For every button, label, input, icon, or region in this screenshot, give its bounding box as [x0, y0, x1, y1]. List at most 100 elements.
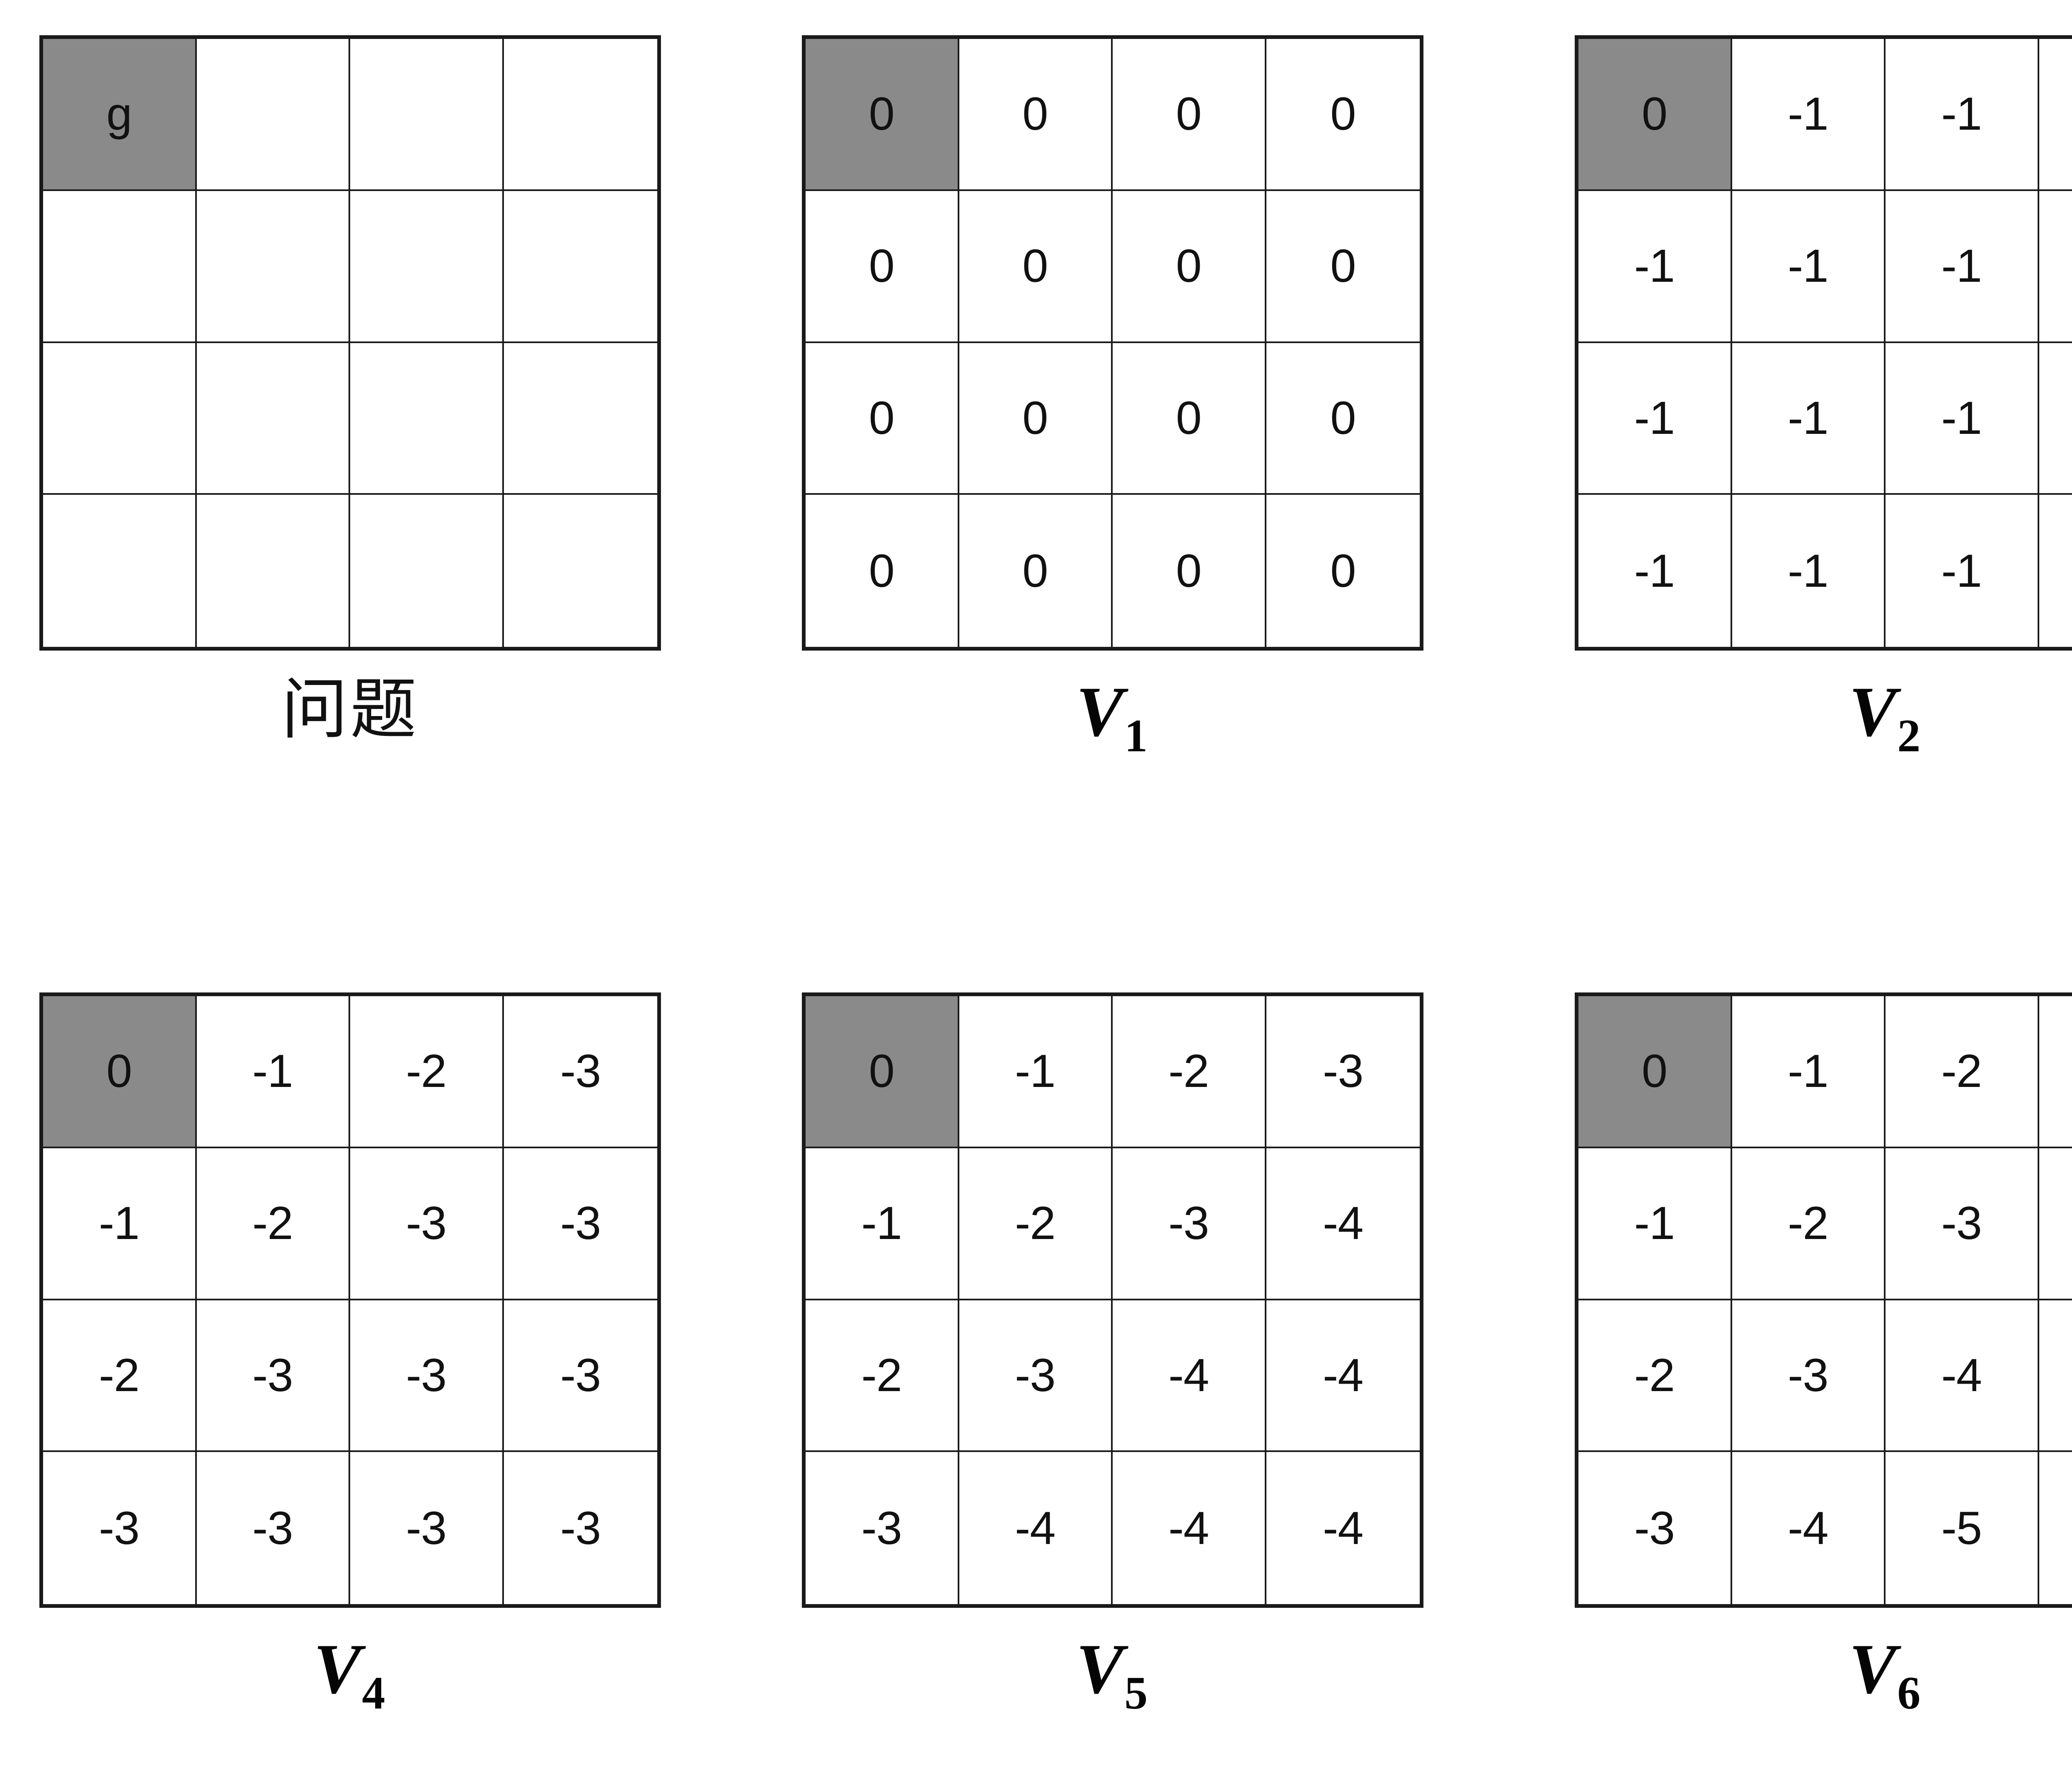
grid-panel-问题: g 问题	[39, 35, 661, 743]
value-cell: -4	[1266, 1452, 1420, 1604]
value-cell: -1	[1732, 191, 1886, 343]
value-cell: -3	[1732, 1300, 1886, 1452]
value-cell: -3	[1578, 1452, 1732, 1604]
caption-subscript: 1	[1124, 710, 1148, 762]
value-grid: g	[39, 35, 661, 651]
panel-caption: V6	[1575, 1634, 2072, 1716]
value-cell: -2	[350, 996, 504, 1148]
value-cell: 0	[1113, 191, 1266, 343]
value-cell: -1	[1732, 996, 1886, 1148]
value-grid: 0-1-1-1-1-1-1-1-1-1-1-1-1-1-1-1	[1575, 35, 2072, 651]
value-cell: -3	[1113, 1148, 1266, 1300]
value-cell	[43, 191, 197, 343]
goal-cell: 0	[1578, 39, 1732, 191]
value-cell: -4	[1266, 1300, 1420, 1452]
value-cell: -2	[959, 1148, 1113, 1300]
value-cell: 0	[959, 39, 1113, 191]
caption-math: V2	[1849, 676, 1922, 759]
value-cell: -3	[196, 1452, 350, 1604]
value-cell	[196, 495, 350, 647]
value-cell: -4	[2039, 1148, 2072, 1300]
value-cell	[503, 495, 657, 647]
value-cell: -1	[196, 996, 350, 1148]
value-cell	[350, 39, 504, 191]
value-cell: -5	[2039, 1452, 2072, 1604]
value-cell: 0	[806, 343, 959, 495]
value-cell: -2	[1886, 996, 2039, 1148]
value-cell: -4	[959, 1452, 1113, 1604]
goal-cell: 0	[1578, 996, 1732, 1148]
value-cell: -2	[1113, 996, 1266, 1148]
caption-symbol: V	[1076, 673, 1124, 751]
value-cell	[196, 191, 350, 343]
value-cell: -1	[2039, 495, 2072, 647]
value-cell: 0	[1266, 343, 1420, 495]
value-cell: 0	[1113, 495, 1266, 647]
value-cell: -2	[196, 1148, 350, 1300]
caption-math: V1	[1076, 673, 1150, 759]
value-cell: -4	[1732, 1452, 1886, 1604]
value-cell: -2	[1732, 1148, 1886, 1300]
value-cell: -1	[1886, 191, 2039, 343]
value-cell: 0	[806, 191, 959, 343]
value-cell: -3	[503, 1148, 657, 1300]
value-cell: -2	[806, 1300, 959, 1452]
caption-subscript: 6	[1897, 1668, 1921, 1719]
value-grid: 0-1-2-3-1-2-3-4-2-3-4-4-3-4-4-4	[802, 992, 1423, 1608]
value-cell: -4	[1886, 1300, 2039, 1452]
value-cell: -4	[1266, 1148, 1420, 1300]
caption-symbol: V	[313, 1630, 361, 1709]
value-cell	[196, 343, 350, 495]
value-cell: -1	[2039, 191, 2072, 343]
value-cell: -5	[2039, 1300, 2072, 1452]
value-cell: -3	[503, 1452, 657, 1604]
value-cell: -1	[1578, 191, 1732, 343]
caption-subscript: 5	[1124, 1668, 1148, 1719]
value-cell	[350, 495, 504, 647]
value-cell	[43, 495, 197, 647]
value-cell: -1	[1886, 343, 2039, 495]
value-cell	[350, 191, 504, 343]
value-cell: -3	[43, 1452, 197, 1604]
caption-symbol: V	[1849, 1630, 1897, 1709]
value-cell: -3	[1886, 1148, 2039, 1300]
value-cell: -1	[1886, 39, 2039, 191]
panel-caption: V5	[802, 1634, 1423, 1716]
value-cell: -1	[2039, 343, 2072, 495]
panel-caption: V1	[802, 673, 1423, 759]
value-cell: -2	[43, 1300, 197, 1452]
caption-math: V5	[1076, 1634, 1150, 1716]
grid-panel-V6: 0-1-2-3-1-2-3-4-2-3-4-5-3-4-5-5V6	[1575, 992, 2072, 1716]
value-cell	[503, 191, 657, 343]
grid-panel-V2: 0-1-1-1-1-1-1-1-1-1-1-1-1-1-1-1V2	[1575, 35, 2072, 759]
value-cell	[350, 343, 504, 495]
value-cell: 0	[1266, 39, 1420, 191]
value-cell: -3	[196, 1300, 350, 1452]
value-cell: -3	[350, 1148, 504, 1300]
caption-subscript: 4	[362, 1668, 385, 1719]
value-cell: -3	[806, 1452, 959, 1604]
value-cell: -1	[2039, 39, 2072, 191]
goal-cell: g	[43, 39, 197, 191]
value-grid: 0-1-2-3-1-2-3-3-2-3-3-3-3-3-3-3	[39, 992, 661, 1608]
value-cell: -5	[1886, 1452, 2039, 1604]
caption-math: V6	[1849, 1634, 1922, 1716]
value-cell	[503, 343, 657, 495]
value-cell: -1	[43, 1148, 197, 1300]
value-cell: 0	[1266, 495, 1420, 647]
value-cell	[196, 39, 350, 191]
caption-subscript: 2	[1897, 710, 1921, 762]
value-cell: -3	[350, 1452, 504, 1604]
goal-cell: 0	[806, 39, 959, 191]
value-cell: -1	[1732, 39, 1886, 191]
panel-caption: 问题	[39, 676, 661, 743]
value-cell: 0	[1266, 191, 1420, 343]
caption-symbol: V	[1076, 1630, 1124, 1709]
goal-cell: 0	[43, 996, 197, 1148]
value-cell: -3	[959, 1300, 1113, 1452]
